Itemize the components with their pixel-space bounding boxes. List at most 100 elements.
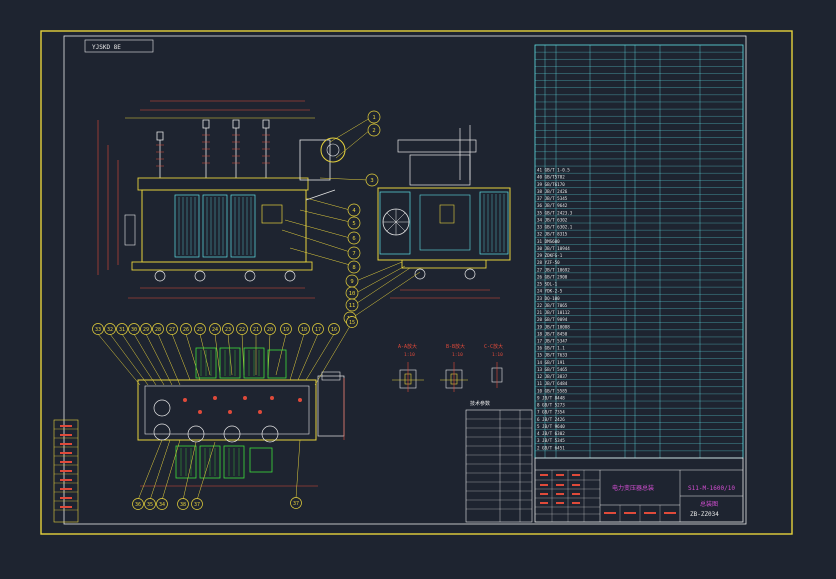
balloon[interactable]: 5 (347, 216, 361, 230)
parts-row: 27 JB/T 10692 (537, 267, 570, 272)
balloon[interactable]: 37 (290, 497, 302, 509)
balloon[interactable]: 7 (347, 246, 361, 260)
svg-text:18: 18 (301, 327, 307, 333)
title-block: 电力变压器总装 S11-M-1600/10 总装图 ZB-ZZ034 (534, 457, 744, 523)
parts-row: 34 JB/T 6302 (537, 217, 568, 222)
svg-text:23: 23 (225, 327, 231, 333)
top-left-tag-text: YJSKD 8E (92, 44, 121, 51)
svg-text:1:10: 1:10 (452, 352, 463, 358)
parts-row: 19 JB/T 10088 (537, 324, 570, 329)
svg-text:17: 17 (315, 327, 321, 333)
balloon[interactable]: 16 (328, 323, 340, 335)
balloon[interactable]: 11 (345, 298, 359, 312)
detail-label-b: B-B放大 (446, 343, 465, 350)
drawing-number: ZB-ZZ034 (690, 511, 719, 518)
svg-text:37: 37 (194, 502, 200, 508)
parts-row: 14 GB/T 191 (537, 360, 565, 365)
balloon[interactable]: 8 (347, 260, 361, 274)
svg-text:7: 7 (352, 251, 355, 257)
title-block-caption: 电力变压器总装 (612, 484, 654, 492)
balloon[interactable]: 29 (140, 323, 152, 335)
balloon[interactable]: 22 (236, 323, 248, 335)
svg-text:3: 3 (370, 178, 373, 184)
parts-row: 39 GB/T6170 (537, 182, 565, 187)
svg-text:22: 22 (239, 327, 245, 333)
svg-text:1: 1 (372, 115, 375, 121)
parts-row: 35 GB/T 2423.3 (537, 210, 573, 215)
balloon[interactable]: 34 (156, 498, 168, 510)
svg-text:11: 11 (349, 303, 356, 309)
balloon[interactable]: 36 (132, 498, 144, 510)
model-number: S11-M-1600/10 (688, 485, 735, 492)
svg-text:33: 33 (95, 327, 101, 333)
svg-text:技术参数: 技术参数 (470, 400, 490, 407)
balloon[interactable]: 18 (298, 323, 310, 335)
drawing-name: 总装图 (700, 500, 718, 508)
detail-label-a: A-A放大 (398, 343, 417, 350)
svg-text:32: 32 (107, 327, 113, 333)
balloon[interactable]: 21 (250, 323, 262, 335)
balloon[interactable]: 6 (347, 231, 361, 245)
svg-text:24: 24 (212, 327, 218, 333)
balloon[interactable]: 19 (280, 323, 292, 335)
parts-row: 10 GB/T 5585 (537, 388, 568, 393)
svg-text:27: 27 (169, 327, 175, 333)
svg-text:29: 29 (143, 327, 149, 333)
svg-text:37: 37 (293, 501, 299, 507)
balloon[interactable]: 35 (144, 498, 156, 510)
balloon[interactable]: 2 (367, 123, 381, 137)
parts-row: 11 JB/T 6484 (537, 381, 568, 386)
top-balloons: 33 32 31 30 29 28 27 26 25 24 23 22 21 2… (92, 316, 358, 510)
balloon[interactable]: 37 (191, 498, 203, 510)
balloon[interactable]: 38 (177, 498, 189, 510)
balloon[interactable]: 24 (209, 323, 221, 335)
svg-text:9: 9 (350, 279, 353, 285)
svg-text:10: 10 (349, 291, 356, 297)
outer-frame (40, 30, 793, 535)
parts-row: 7 GB/T 7354 (537, 410, 565, 415)
parts-row: 36 JB/T 9642 (537, 203, 568, 208)
balloon[interactable]: 27 (166, 323, 178, 335)
side-view (351, 125, 511, 319)
balloon[interactable]: 1 (367, 110, 381, 124)
parts-row: 2 GB/T 6451 (537, 445, 565, 450)
parts-row: 15 JB/T 7633 (537, 353, 568, 358)
parts-row: 5 JB/T 9640 (537, 424, 565, 429)
parts-row: 23 DQ-100 (537, 296, 560, 301)
parts-row: 13 GB/T 5465 (537, 367, 568, 372)
svg-text:15: 15 (349, 320, 355, 326)
balloon[interactable]: 31 (116, 323, 128, 335)
front-balloons: 1 2 3 4 5 6 7 8 (347, 110, 381, 274)
parts-row: 17 JB/T 5347 (537, 339, 568, 344)
svg-text:1:10: 1:10 (404, 352, 415, 358)
balloon[interactable]: 23 (222, 323, 234, 335)
svg-text:38: 38 (180, 502, 186, 508)
svg-text:20: 20 (267, 327, 273, 333)
technical-data-table: 技术参数 (465, 400, 533, 523)
parts-row: 18 JB/T 8450 (537, 331, 568, 336)
svg-text:36: 36 (135, 502, 141, 508)
balloon[interactable]: 32 (104, 323, 116, 335)
parts-row: 38 JB/T 2426 (537, 189, 568, 194)
balloon[interactable]: 26 (180, 323, 192, 335)
parts-row: 12 JB/T 3837 (537, 374, 568, 379)
balloon[interactable]: 17 (312, 323, 324, 335)
parts-row: 8 GB/T 5273 (537, 403, 565, 408)
balloon[interactable]: 25 (194, 323, 206, 335)
svg-text:28: 28 (155, 327, 161, 333)
balloon[interactable]: 3 (365, 173, 379, 187)
balloon[interactable]: 4 (347, 203, 361, 217)
parts-row: 16 GB/T 1.1 (537, 346, 565, 351)
balloon[interactable]: 9 (345, 274, 359, 288)
balloon[interactable]: 28 (152, 323, 164, 335)
balloon[interactable]: 20 (264, 323, 276, 335)
parts-row: 37 JB/T 5345 (537, 196, 568, 201)
balloon[interactable]: 30 (128, 323, 140, 335)
svg-text:16: 16 (331, 327, 337, 333)
svg-text:8: 8 (352, 265, 355, 271)
balloon[interactable]: 10 (345, 286, 359, 300)
balloon[interactable]: 33 (92, 323, 104, 335)
balloon[interactable]: 15 (346, 316, 358, 328)
